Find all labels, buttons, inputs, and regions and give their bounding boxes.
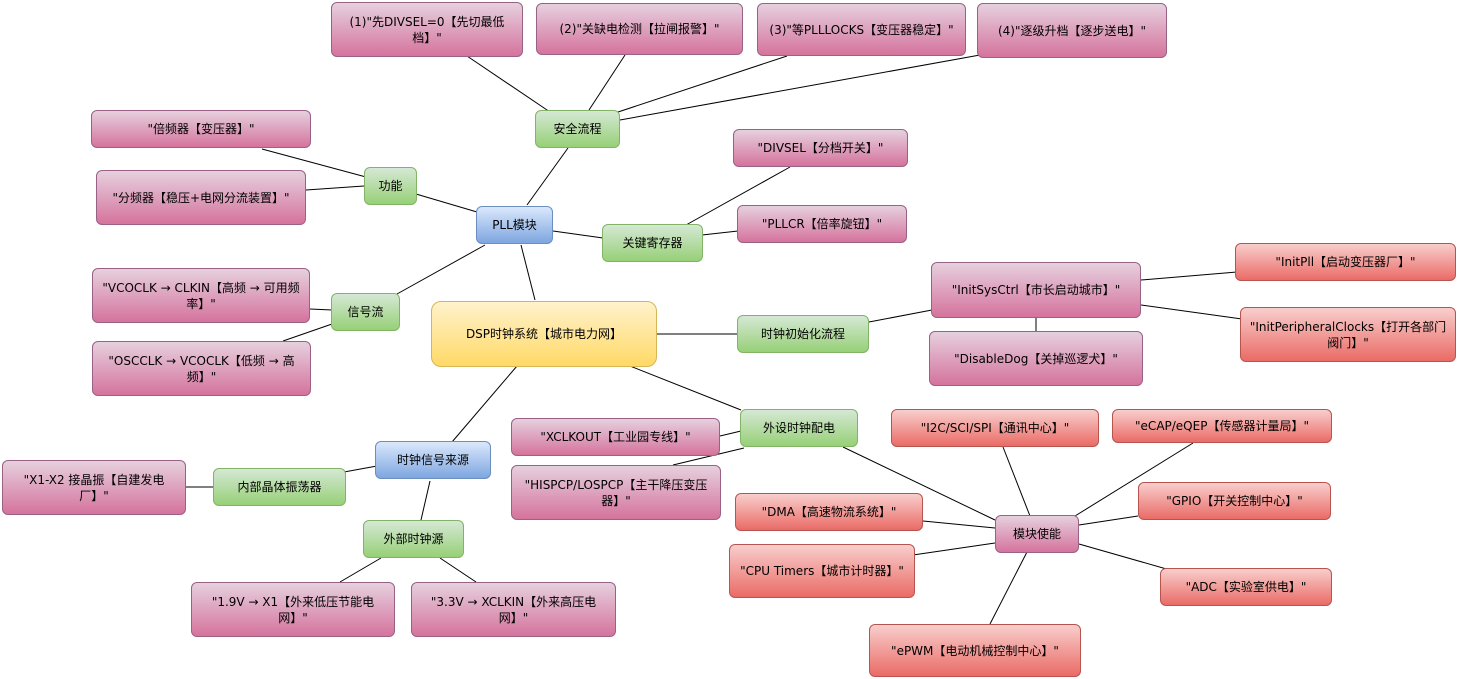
- xclkout-node: "XCLKOUT【工业园专线】": [511, 418, 720, 456]
- signal-flow-label: 信号流: [347, 305, 384, 319]
- module-ecap-label: "eCAP/eQEP【传感器计量局】": [1135, 419, 1309, 433]
- disable-dog-node: "DisableDog【关掉巡逻犬】": [929, 331, 1143, 386]
- module-i2c: "I2C/SCI/SPI【通讯中心】": [891, 409, 1099, 447]
- x1x2-label: "X1-X2 接晶振【自建发电厂】": [23, 472, 165, 503]
- function-item-multiplier: "倍频器【变压器】": [91, 110, 311, 148]
- periph-clock-node: 外设时钟配电: [740, 409, 858, 447]
- key-registers-label: 关键寄存器: [622, 236, 683, 250]
- disable-dog-label: "DisableDog【关掉巡逻犬】": [954, 351, 1118, 366]
- internal-osc-node: 内部晶体振荡器: [213, 468, 346, 506]
- safety-step-4-label: (4)"逐级升档【逐步送电】": [997, 23, 1147, 38]
- safety-step-3-label: (3)"等PLLLOCKS【变压器稳定】": [769, 22, 954, 37]
- periph-clock-label: 外设时钟配电: [762, 421, 835, 435]
- internal-osc-label: 内部晶体振荡器: [237, 480, 322, 494]
- hispcp-node: "HISPCP/LOSPCP【主干降压变压器】": [511, 465, 721, 520]
- external-source-label: 外部时钟源: [383, 532, 444, 546]
- init-periph-clocks-label: "InitPeripheralClocks【打开各部门阀门】": [1249, 319, 1447, 350]
- module-i2c-label: "I2C/SCI/SPI【通讯中心】": [920, 421, 1070, 435]
- module-cpu-timers-label: "CPU Timers【城市计时器】": [740, 564, 904, 578]
- clock-source-label: 时钟信号来源: [396, 453, 469, 467]
- safety-flow-label: 安全流程: [553, 122, 602, 136]
- root-node: DSP时钟系统【城市电力网】: [431, 301, 657, 367]
- module-ecap: "eCAP/eQEP【传感器计量局】": [1112, 409, 1332, 443]
- safety-step-2: (2)"关缺电检测【拉闸报警】": [536, 3, 743, 55]
- key-reg-divsel-label: "DIVSEL【分档开关】": [757, 141, 884, 155]
- signal-flow-item-vcoclk: "VCOCLK → CLKIN【高频 → 可用频率】": [92, 268, 310, 323]
- module-cpu-timers: "CPU Timers【城市计时器】": [729, 544, 915, 598]
- init-flow-label: 时钟初始化流程: [760, 327, 845, 341]
- ext-1v9-node: "1.9V → X1【外来低压节能电网】": [191, 582, 395, 637]
- signal-flow-item-oscclk-label: "OSCCLK → VCOCLK【低频 → 高频】": [108, 353, 295, 384]
- pll-module-node: PLL模块: [476, 206, 553, 244]
- module-epwm: "ePWM【电动机械控制中心】": [869, 624, 1081, 677]
- module-epwm-label: "ePWM【电动机械控制中心】": [891, 643, 1059, 658]
- signal-flow-item-vcoclk-label: "VCOCLK → CLKIN【高频 → 可用频率】": [102, 280, 300, 311]
- ext-1v9-label: "1.9V → X1【外来低压节能电网】": [211, 594, 375, 625]
- function-node: 功能: [364, 167, 417, 205]
- ext-3v3-label: "3.3V → XCLKIN【外来高压电网】": [430, 594, 597, 625]
- safety-step-1: (1)"先DIVSEL=0【先切最低档】": [331, 2, 523, 57]
- init-pll-node: "InitPll【启动变压器厂】": [1235, 243, 1456, 281]
- module-dma: "DMA【高速物流系统】": [735, 493, 923, 531]
- module-adc: "ADC【实验室供电】": [1160, 568, 1332, 606]
- function-label: 功能: [378, 179, 403, 193]
- init-flow-node: 时钟初始化流程: [737, 315, 869, 353]
- safety-step-3: (3)"等PLLLOCKS【变压器稳定】": [757, 3, 966, 56]
- module-gpio-label: "GPIO【开关控制中心】": [1166, 494, 1303, 508]
- module-adc-label: "ADC【实验室供电】": [1185, 580, 1307, 594]
- clock-source-node: 时钟信号来源: [375, 441, 491, 479]
- function-item-multiplier-label: "倍频器【变压器】": [147, 122, 255, 136]
- signal-flow-item-oscclk: "OSCCLK → VCOCLK【低频 → 高频】": [92, 341, 311, 396]
- root-label: DSP时钟系统【城市电力网】: [465, 327, 623, 341]
- init-pll-label: "InitPll【启动变压器厂】": [1275, 255, 1416, 269]
- key-registers-node: 关键寄存器: [602, 224, 703, 262]
- signal-flow-node: 信号流: [331, 293, 400, 331]
- ext-3v3-node: "3.3V → XCLKIN【外来高压电网】": [411, 582, 616, 637]
- pll-module-label: PLL模块: [492, 218, 537, 232]
- module-dma-label: "DMA【高速物流系统】": [761, 505, 897, 519]
- x1x2-node: "X1-X2 接晶振【自建发电厂】": [2, 460, 186, 515]
- key-reg-pllcr: "PLLCR【倍率旋钮】": [737, 205, 907, 243]
- safety-step-2-label: (2)"关缺电检测【拉闸报警】": [559, 22, 720, 36]
- init-sys-ctrl-label: "InitSysCtrl【市长启动城市】": [951, 283, 1121, 297]
- hispcp-label: "HISPCP/LOSPCP【主干降压变压器】": [524, 477, 708, 508]
- safety-step-1-label: (1)"先DIVSEL=0【先切最低档】": [349, 14, 505, 45]
- module-enable-label: 模块使能: [1012, 527, 1061, 541]
- init-sys-ctrl-node: "InitSysCtrl【市长启动城市】": [931, 262, 1141, 318]
- key-reg-pllcr-label: "PLLCR【倍率旋钮】": [761, 217, 883, 231]
- module-gpio: "GPIO【开关控制中心】": [1138, 482, 1331, 520]
- xclkout-label: "XCLKOUT【工业园专线】": [540, 430, 691, 444]
- function-item-divider-label: "分频器【稳压+电网分流装置】": [112, 190, 290, 205]
- function-item-divider: "分频器【稳压+电网分流装置】": [96, 170, 306, 225]
- key-reg-divsel: "DIVSEL【分档开关】": [733, 129, 908, 167]
- init-periph-clocks-node: "InitPeripheralClocks【打开各部门阀门】": [1240, 307, 1456, 362]
- module-enable-node: 模块使能: [995, 515, 1079, 553]
- external-source-node: 外部时钟源: [363, 520, 464, 558]
- safety-step-4: (4)"逐级升档【逐步送电】": [977, 3, 1167, 58]
- safety-flow-node: 安全流程: [535, 110, 620, 148]
